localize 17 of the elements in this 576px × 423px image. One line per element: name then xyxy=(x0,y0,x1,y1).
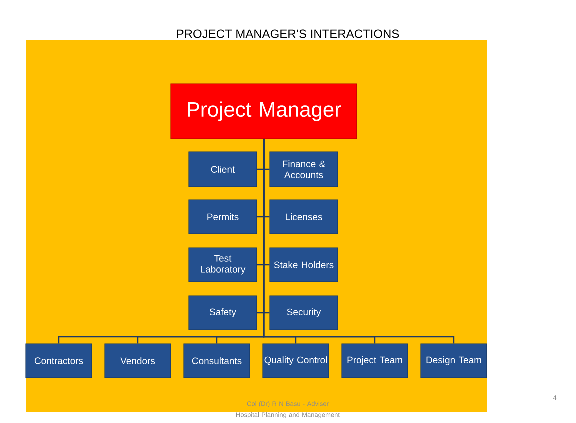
role-box: Test Laboratory xyxy=(188,248,258,282)
role-box: Stake Holders xyxy=(270,248,338,282)
role-box: Vendors xyxy=(104,344,172,378)
slide-title: PROJECT MANAGER’S INTERACTIONS xyxy=(177,30,400,38)
role-box: Contractors xyxy=(26,344,92,378)
connector-line xyxy=(263,139,455,344)
role-box: Security xyxy=(270,296,338,330)
role-box: Project Team xyxy=(342,344,408,378)
role-box: Client xyxy=(188,152,258,188)
manager-box: Project Manager xyxy=(170,84,358,140)
role-box: Quality Control xyxy=(262,344,330,378)
role-box: Consultants xyxy=(184,344,250,378)
role-box: Safety xyxy=(188,296,258,330)
role-box: Finance & Accounts xyxy=(270,152,338,188)
role-box: Design Team xyxy=(420,344,488,378)
role-box: Licenses xyxy=(270,200,338,234)
role-box: Permits xyxy=(188,200,258,234)
